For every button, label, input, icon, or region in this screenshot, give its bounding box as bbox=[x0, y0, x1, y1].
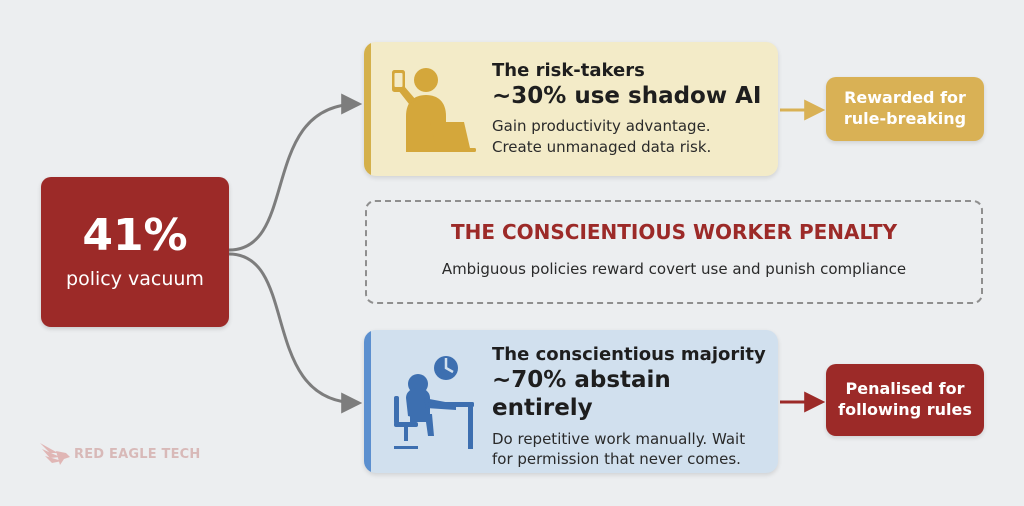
worker-penalty-title: THE CONSCIENTIOUS WORKER PENALTY bbox=[450, 220, 898, 244]
penalty-outcome-box: Penalised for following rules bbox=[826, 364, 984, 436]
person-desk-clock-icon bbox=[394, 356, 474, 449]
reward-outcome-line-2: rule-breaking bbox=[843, 109, 967, 128]
arrow-to-risk-takers bbox=[228, 93, 363, 252]
risk-takers-stat: ~30% use shadow AI bbox=[492, 82, 762, 109]
policy-vacuum-box: 41% policy vacuum bbox=[41, 177, 229, 327]
conscientious-majority-description: Do repetitive work manually. Wait for pe… bbox=[492, 429, 778, 470]
conscientious-majority-accent-bar bbox=[364, 330, 371, 473]
policy-vacuum-label: policy vacuum bbox=[66, 268, 204, 290]
arrow-to-majority bbox=[228, 252, 363, 414]
risk-takers-heading: The risk-takers bbox=[492, 60, 645, 81]
reward-outcome-line-1: Rewarded for bbox=[844, 88, 966, 108]
risk-takers-desc-line-1: Gain productivity advantage. bbox=[492, 117, 711, 136]
conscientious-majority-desc-line-2: for permission that never comes. bbox=[492, 450, 741, 469]
risk-takers-card: The risk-takers ~30% use shadow AI Gain … bbox=[364, 42, 778, 176]
conscientious-majority-card: The conscientious majority ~70% abstain … bbox=[364, 330, 778, 473]
penalty-outcome-line-2: following rules bbox=[838, 400, 972, 419]
risk-takers-description: Gain productivity advantage. Create unma… bbox=[492, 116, 761, 157]
reward-outcome-box: Rewarded for rule-breaking bbox=[826, 77, 984, 141]
conscientious-majority-desc-line-1: Do repetitive work manually. Wait bbox=[492, 430, 746, 449]
conscientious-majority-stat: ~70% abstain entirely bbox=[492, 366, 671, 422]
penalty-outcome-line-1: Penalised for bbox=[845, 379, 965, 399]
brand-watermark: RED EAGLE TECH bbox=[38, 438, 200, 470]
policy-vacuum-percentage: 41% bbox=[82, 210, 188, 261]
worker-penalty-subtitle: Ambiguous policies reward covert use and… bbox=[441, 260, 907, 278]
risk-takers-desc-line-2: Create unmanaged data risk. bbox=[492, 137, 712, 156]
risk-takers-accent-bar bbox=[364, 42, 371, 176]
brand-name: RED EAGLE TECH bbox=[74, 446, 201, 462]
worker-penalty-callout: THE CONSCIENTIOUS WORKER PENALTY Ambiguo… bbox=[365, 200, 983, 304]
person-phone-laptop-icon bbox=[392, 68, 476, 152]
conscientious-majority-heading: The conscientious majority bbox=[492, 344, 766, 365]
eagle-logo-icon bbox=[40, 443, 70, 465]
